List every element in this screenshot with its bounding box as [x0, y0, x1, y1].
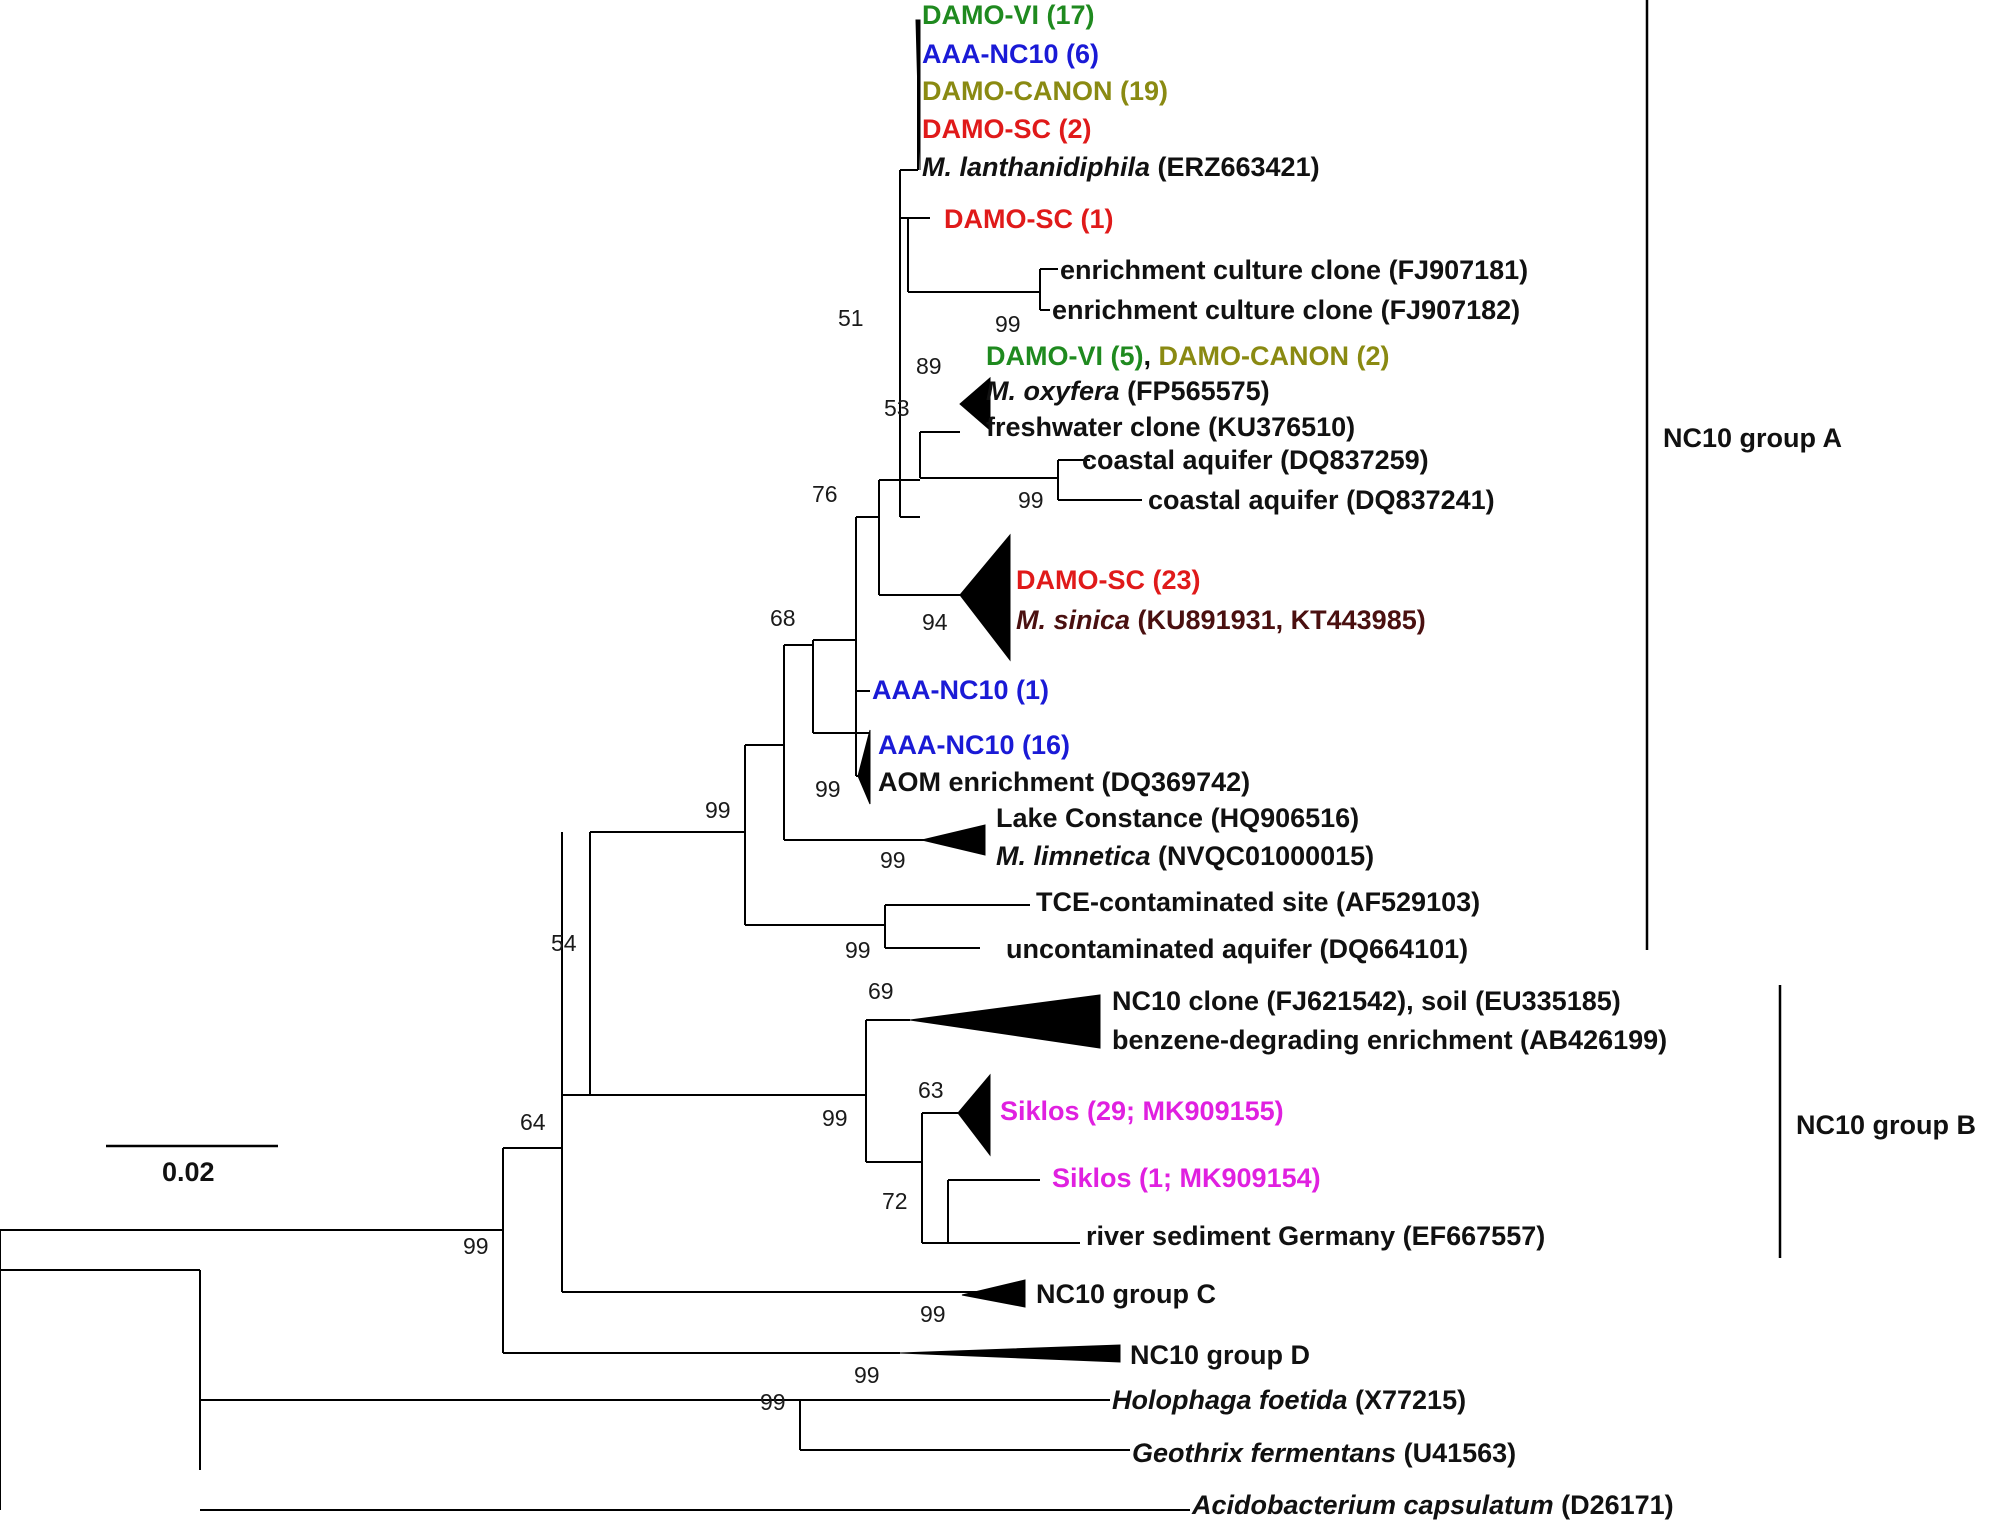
bootstrap-b72: 72: [882, 1188, 908, 1214]
group-brackets: NC10 group A NC10 group B: [1645, 0, 1976, 1258]
taxon-label-t29: NC10 group D: [1130, 1340, 1310, 1370]
taxon-label-t9: DAMO-VI (5), DAMO-CANON (2): [986, 341, 1390, 371]
taxon-label-t19: Lake Constance (HQ906516): [996, 803, 1359, 833]
taxon-label-t14: DAMO-SC (23): [1016, 565, 1201, 595]
clade-damo-sc-23: [959, 533, 1011, 662]
taxon-label-t24: benzene-degrading enrichment (AB426199): [1112, 1025, 1667, 1055]
branch-0: [0, 1230, 200, 1510]
clade-siklos-29: [957, 1073, 991, 1157]
taxon-label-t27: river sediment Germany (EF667557): [1086, 1221, 1545, 1251]
clade-top-star: [915, 19, 921, 171]
taxon-label-t31: Geothrix fermentans (U41563): [1132, 1438, 1516, 1468]
scale-bar: 0.02: [106, 1144, 278, 1187]
taxon-label-t7: enrichment culture clone (FJ907181): [1060, 255, 1528, 285]
clade-m-oxyfera: [959, 376, 991, 432]
taxon-label-t25: Siklos (29; MK909155): [1000, 1096, 1284, 1126]
bootstrap-b99g: 99: [822, 1105, 848, 1131]
taxon-label-t32: Acidobacterium capsulatum (D26171): [1191, 1490, 1674, 1520]
branch-13: [899, 431, 1142, 518]
taxon-label-t17: AAA-NC10 (16): [878, 730, 1070, 760]
taxon-label-t30: Holophaga foetida (X77215): [1112, 1385, 1466, 1415]
taxon-label-t2: AAA-NC10 (6): [922, 39, 1099, 69]
bootstrap-b99c: 99: [815, 776, 841, 802]
bootstrap-b99j: 99: [854, 1362, 880, 1388]
bootstrap-b54: 54: [551, 930, 577, 956]
taxon-label-t26: Siklos (1; MK909154): [1052, 1163, 1321, 1193]
bootstrap-b94: 94: [922, 609, 948, 635]
tree-branches: [0, 20, 1190, 1511]
taxon-label-t18: AOM enrichment (DQ369742): [878, 767, 1250, 797]
taxon-label-t22: uncontaminated aquifer (DQ664101): [1006, 934, 1468, 964]
group-label-gB: NC10 group B: [1796, 1110, 1976, 1140]
bootstrap-b99i: 99: [920, 1301, 946, 1327]
taxon-label-t21: TCE-contaminated site (AF529103): [1036, 887, 1480, 917]
clade-lake-constance: [921, 824, 986, 856]
bootstrap-b99d: 99: [880, 847, 906, 873]
bootstrap-b76: 76: [812, 481, 838, 507]
bootstrap-b99e: 99: [845, 937, 871, 963]
taxon-label-t13: coastal aquifer (DQ837241): [1148, 485, 1495, 515]
taxon-label-t1: DAMO-VI (17): [922, 0, 1095, 30]
bootstrap-b68: 68: [770, 605, 796, 631]
group-label-gA: NC10 group A: [1663, 423, 1842, 453]
branch-6: [590, 744, 1030, 949]
taxon-label-t12: coastal aquifer (DQ837259): [1082, 445, 1429, 475]
bootstrap-b89: 89: [916, 353, 942, 379]
taxon-label-t3: DAMO-CANON (19): [922, 76, 1168, 106]
taxon-label-t6: DAMO-SC (1): [944, 204, 1114, 234]
bootstrap-b69: 69: [868, 978, 894, 1004]
clade-nc10-group-c: [961, 1279, 1026, 1308]
bootstrap-b64: 64: [520, 1109, 546, 1135]
bootstrap-b99a: 99: [995, 311, 1021, 337]
collapsed-clades: [857, 19, 1121, 1363]
branch-12: [907, 217, 1058, 311]
branch-1: [199, 1270, 1190, 1511]
scale-bar-label: 0.02: [162, 1157, 215, 1187]
branch-8: [812, 517, 870, 777]
bootstrap-b53: 53: [884, 395, 910, 421]
branch-7: [783, 644, 930, 841]
taxon-label-t15: M. sinica (KU891931, KT443985): [1016, 605, 1426, 635]
clade-aaa-nc10-16: [857, 729, 871, 805]
clade-nc10-group-d: [899, 1344, 1121, 1363]
taxon-label-t10: M. oxyfera (FP565575): [986, 376, 1270, 406]
bootstrap-b51a: 51: [838, 305, 864, 331]
bootstrap-b99b: 99: [1018, 487, 1044, 513]
clade-nc10-soil: [909, 994, 1101, 1049]
taxon-label-t11: freshwater clone (KU376510): [986, 412, 1355, 442]
taxon-label-t16: AAA-NC10 (1): [872, 675, 1049, 705]
taxon-label-t4: DAMO-SC (2): [922, 114, 1092, 144]
bootstrap-b99h: 99: [463, 1233, 489, 1259]
taxon-label-t23: NC10 clone (FJ621542), soil (EU335185): [1112, 986, 1621, 1016]
taxon-label-t5: M. lanthanidiphila (ERZ663421): [922, 152, 1320, 182]
branch-11: [900, 169, 918, 219]
branch-4: [561, 832, 1025, 1293]
taxon-label-t20: M. limnetica (NVQC01000015): [996, 841, 1374, 871]
bootstrap-b99f: 99: [705, 797, 731, 823]
bootstrap-b63: 63: [918, 1077, 944, 1103]
taxon-labels: DAMO-VI (17) AAA-NC10 (6) DAMO-CANON (19) D…: [872, 0, 1674, 1520]
branch-5: [590, 1019, 1080, 1244]
taxon-label-t8: enrichment culture clone (FJ907182): [1052, 295, 1520, 325]
taxon-label-t28: NC10 group C: [1036, 1279, 1216, 1309]
branch-10: [856, 170, 960, 596]
branch-3: [502, 1147, 900, 1354]
bootstrap-b99k: 99: [760, 1389, 786, 1415]
